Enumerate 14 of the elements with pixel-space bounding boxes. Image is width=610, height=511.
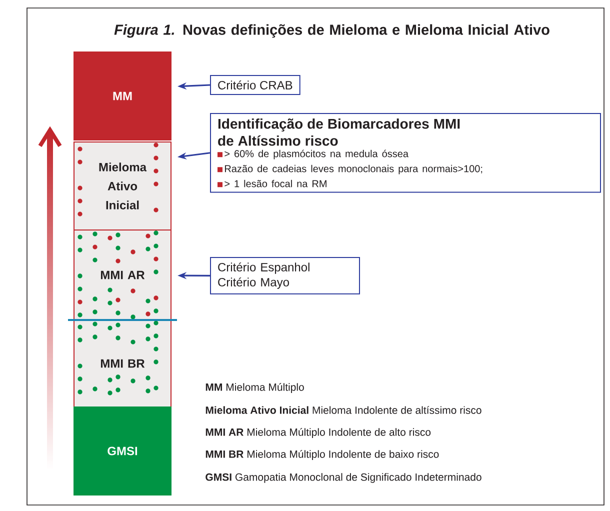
abbreviation-definition: MMI AR Mieloma Múltiplo Indolente de alto risco [206, 428, 431, 438]
stage-box: MM [74, 52, 172, 140]
stage-box: Mieloma Ativo Inicial [74, 142, 172, 230]
abbreviation-definition: GMSI Gamopatia Monoclonal de Significado Indeterminado [206, 473, 482, 483]
abbreviation-definition: MM Mieloma Múltiplo [206, 383, 304, 393]
abbreviation-definition: MMI BR Mieloma Múltiplo Indolente de baixo risco [206, 450, 439, 460]
stage-box: MMI BR [74, 319, 172, 408]
stage-box: GMSI [74, 406, 172, 496]
diagram-title: Figura 1. Novas definições de Mieloma e Mieloma Inicial Ativo [114, 24, 550, 38]
stage-box: MMI AR [74, 230, 172, 320]
abbreviation-definition: Mieloma Ativo Inicial Mieloma Indolente de altíssimo risco [206, 406, 482, 414]
criteria-box: Identificação de Biomarcadores MMI de Altíssimo risco > 60% de plasmócitos na medula óssea Razão de cadeias leves monoclonais para normais>100; > 1 lesão focal na RM [210, 113, 601, 193]
criteria-box: Critério Espanhol Critério Mayo [210, 257, 360, 294]
criteria-box: Critério CRAB [210, 75, 300, 95]
